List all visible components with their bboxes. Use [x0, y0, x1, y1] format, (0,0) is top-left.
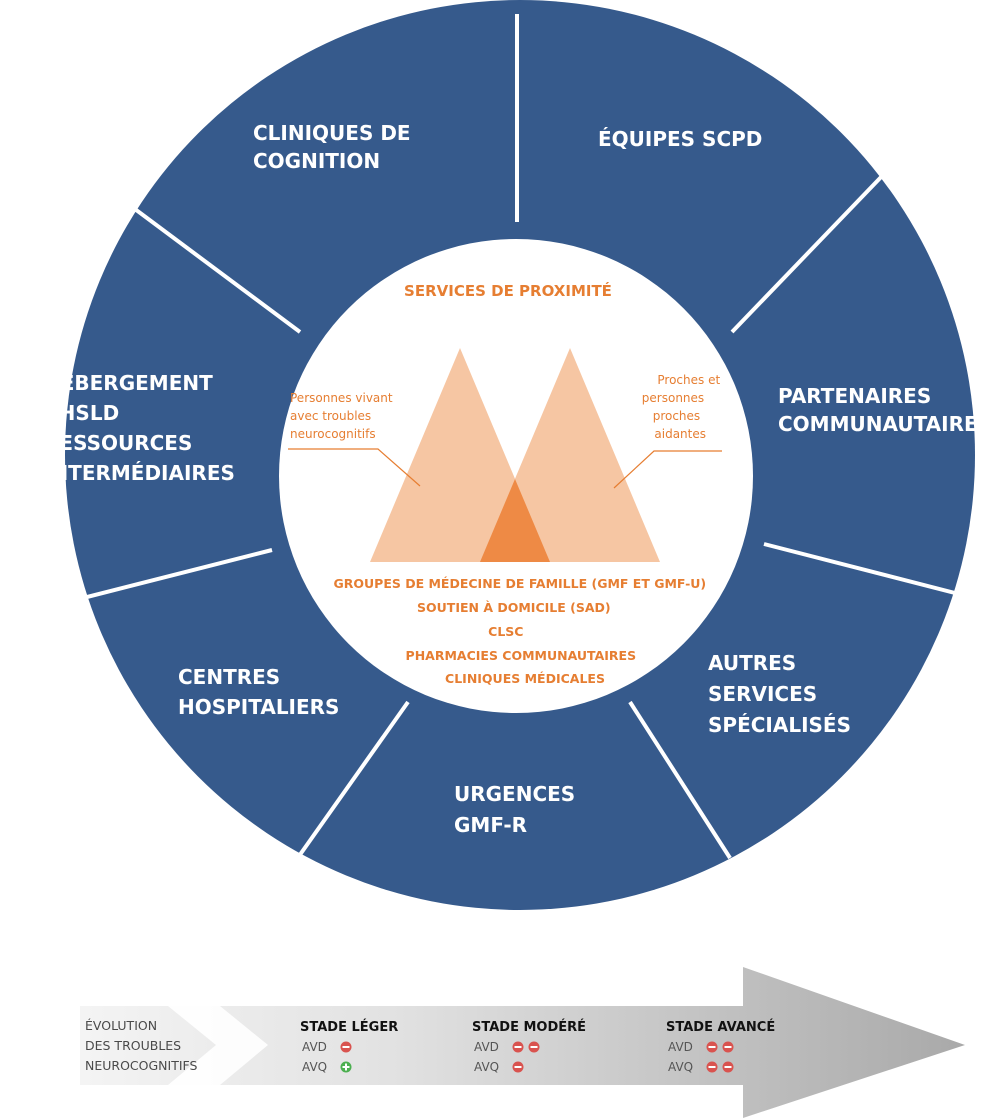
caption-line: Proches et — [657, 373, 720, 387]
evolution-chevron — [168, 1006, 268, 1085]
segment-labels: CLINIQUES DE COGNITION ÉQUIPES SCPD PART… — [44, 121, 992, 837]
segment-line: CHSLD — [44, 401, 119, 425]
caption-line: neurocognitifs — [290, 427, 376, 441]
right-caption-pointer — [613, 450, 722, 489]
segment-line: URGENCES — [454, 782, 575, 806]
service-list: GROUPES DE MÉDECINE DE FAMILLE (GMF ET G… — [334, 576, 711, 686]
segment-divider — [763, 542, 991, 604]
heading-line: ÉVOLUTION — [85, 1018, 157, 1033]
segment-line: RESSOURCES — [44, 431, 192, 455]
segment-divider — [290, 700, 410, 868]
evolution-arrow: ÉVOLUTION DES TROUBLES NEUROCOGNITIFS ST… — [80, 967, 965, 1118]
right-caption: Proches et personnes proches aidantes — [642, 373, 724, 441]
stage-title: STADE AVANCÉ — [666, 1019, 775, 1035]
stage-title: STADE MODÉRÉ — [472, 1019, 586, 1035]
minus-icon — [706, 1041, 718, 1053]
segment-line: HÉBERGEMENT — [44, 371, 213, 395]
service-item: CLINIQUES MÉDICALES — [445, 671, 605, 686]
center-disc — [279, 239, 753, 713]
segment-hebergement[interactable]: HÉBERGEMENT CHSLD RESSOURCES INTERMÉDIAI… — [44, 371, 235, 485]
minus-icon — [706, 1061, 718, 1073]
segment-line: COGNITION — [253, 149, 380, 173]
stage-modere: STADE MODÉRÉ AVD AVQ — [472, 1019, 586, 1074]
stage-leger: STADE LÉGER AVD AVQ — [300, 1019, 398, 1074]
minus-icon — [722, 1061, 734, 1073]
segment-dividers — [35, 14, 991, 868]
center-hub: SERVICES DE PROXIMITÉ Personnes vivant a… — [279, 239, 753, 713]
segment-urgences[interactable]: URGENCES GMF-R — [454, 782, 582, 837]
service-item: PHARMACIES COMMUNAUTAIRES — [406, 648, 637, 663]
caption-line: proches — [653, 409, 700, 423]
stage-item-label: AVQ — [668, 1060, 693, 1074]
segment-divider — [730, 172, 886, 334]
caption-line: avec troubles — [290, 409, 371, 423]
segment-equipes-scpd[interactable]: ÉQUIPES SCPD — [598, 127, 762, 151]
heading-line: NEUROCOGNITIFS — [85, 1058, 198, 1073]
stage-item-label: AVD — [302, 1040, 327, 1054]
plus-icon — [340, 1061, 352, 1073]
caption-line: personnes — [642, 391, 704, 405]
service-item: CLSC — [488, 624, 523, 639]
stage-avance: STADE AVANCÉ AVD AVQ — [666, 1019, 775, 1074]
segment-line: CENTRES — [178, 665, 280, 689]
left-caption: Personnes vivant avec troubles neurocogn… — [290, 391, 396, 441]
segment-line: SPÉCIALISÉS — [708, 713, 851, 737]
evolution-heading: ÉVOLUTION DES TROUBLES NEUROCOGNITIFS — [85, 1018, 198, 1073]
segment-centres-hospitaliers[interactable]: CENTRES HOSPITALIERS — [178, 665, 339, 719]
stage-title: STADE LÉGER — [300, 1019, 398, 1035]
segment-line: SERVICES — [708, 682, 817, 706]
segment-line: GMF-R — [454, 813, 527, 837]
segment-divider — [110, 190, 302, 334]
minus-icon — [512, 1061, 524, 1073]
minus-icon — [722, 1041, 734, 1053]
segment-divider — [628, 700, 732, 860]
segment-line: CLINIQUES DE — [253, 121, 411, 145]
center-title: SERVICES DE PROXIMITÉ — [404, 281, 612, 300]
segment-line: INTERMÉDIAIRES — [44, 461, 235, 485]
segment-line: COMMUNAUTAIRES — [778, 412, 992, 436]
service-item: SOUTIEN À DOMICILE (SAD) — [417, 600, 611, 615]
left-caption-pointer — [288, 448, 421, 487]
caption-line: Personnes vivant — [290, 391, 393, 405]
segment-divider — [35, 548, 273, 612]
segment-line: HOSPITALIERS — [178, 695, 339, 719]
stage-item-label: AVD — [668, 1040, 693, 1054]
segment-autres-services[interactable]: AUTRES SERVICES SPÉCIALISÉS — [708, 651, 851, 737]
segment-line: PARTENAIRES — [778, 384, 931, 408]
minus-icon — [512, 1041, 524, 1053]
stage-item-label: AVQ — [474, 1060, 499, 1074]
service-item: GROUPES DE MÉDECINE DE FAMILLE (GMF ET G… — [334, 576, 707, 591]
segment-cliniques-cognition[interactable]: CLINIQUES DE COGNITION — [253, 121, 418, 173]
heading-line: DES TROUBLES — [85, 1038, 181, 1053]
segment-partenaires-communautaires[interactable]: PARTENAIRES COMMUNAUTAIRES — [778, 384, 992, 436]
evolution-arrow-shape — [80, 967, 965, 1118]
minus-icon — [340, 1041, 352, 1053]
minus-icon — [528, 1041, 540, 1053]
stage-item-label: AVQ — [302, 1060, 327, 1074]
stage-item-label: AVD — [474, 1040, 499, 1054]
segment-line: ÉQUIPES SCPD — [598, 127, 762, 151]
segment-line: AUTRES — [708, 651, 796, 675]
caption-line: aidantes — [654, 427, 706, 441]
triangle-overlap — [480, 479, 550, 562]
